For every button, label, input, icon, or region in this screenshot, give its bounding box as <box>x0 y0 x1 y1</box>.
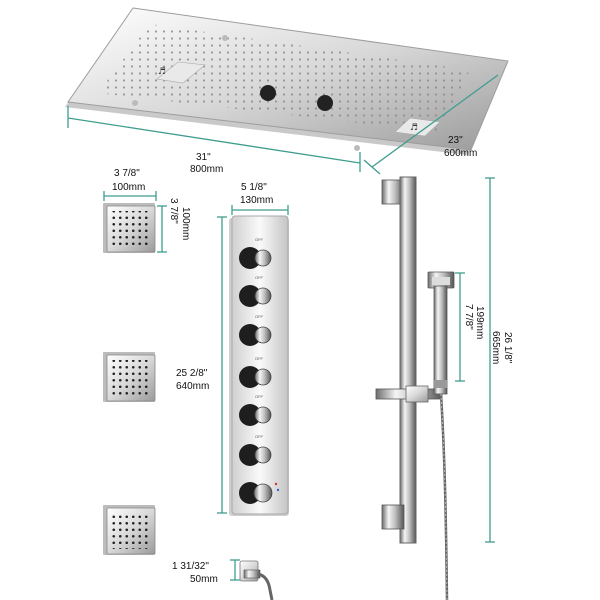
jet-height-inch-label: 3 7/8" <box>168 198 179 224</box>
rain-shower-head: ♬ ♬ <box>65 7 509 155</box>
rain-width-dimension <box>67 106 361 172</box>
body-jet <box>103 505 156 555</box>
wall-elbow <box>239 560 274 600</box>
valve-knob: OFF <box>239 356 272 388</box>
handshower-inch-label: 7 7/8" <box>463 304 474 330</box>
jet-width-inch-label: 3 7/8" <box>114 168 140 179</box>
panel-width-inch-label: 5 1/8" <box>241 182 267 193</box>
panel-width-mm-label: 130mm <box>240 195 273 206</box>
valve-knob: OFF <box>239 275 272 307</box>
speaker-icon: ♬ <box>410 123 418 133</box>
panel-width-dimension <box>231 205 289 215</box>
speaker-icon: ♬ <box>158 67 166 77</box>
valve-knob: OFF <box>239 394 272 426</box>
hand-shower <box>427 271 455 395</box>
valve-off-label: OFF <box>255 434 264 439</box>
jet-width-dimension <box>103 191 157 201</box>
valve-knob: OFF <box>239 314 272 346</box>
thermostat-knob <box>239 482 280 504</box>
elbow-dimension <box>230 559 240 581</box>
jet-width-mm-label: 100mm <box>112 182 145 193</box>
panel-height-mm-label: 640mm <box>176 381 209 392</box>
rain-depth-mm-label: 600mm <box>444 148 477 159</box>
valve-knob: OFF <box>239 237 272 269</box>
panel-height-dimension <box>217 216 227 514</box>
slidebar-dimension <box>485 177 495 543</box>
rain-depth-inch-label: 23" <box>448 135 463 146</box>
jet-height-mm-label: 100mm <box>180 207 191 240</box>
led-light-icon <box>317 95 333 111</box>
nozzle-field <box>98 24 470 132</box>
body-jet <box>103 352 156 402</box>
elbow-mm-label: 50mm <box>190 574 218 585</box>
slidebar-inch-label: 26 1/8" <box>502 332 513 364</box>
rain-depth-dimension <box>363 74 499 175</box>
valve-knobs: OFF OFF OFF OFF OFF OFF <box>239 237 280 504</box>
led-light-icon <box>260 85 276 101</box>
valve-off-label: OFF <box>255 275 264 280</box>
slide-bar <box>375 176 443 544</box>
shower-hose <box>439 393 449 600</box>
valve-off-label: OFF <box>255 394 264 399</box>
rain-width-mm-label: 800mm <box>190 164 223 175</box>
elbow-inch-label: 1 31/32" <box>172 561 209 572</box>
handshower-dimension <box>455 272 465 382</box>
valve-off-label: OFF <box>255 314 264 319</box>
valve-off-label: OFF <box>255 237 264 242</box>
bottom-mount-bracket <box>381 504 405 530</box>
slide-rail <box>399 176 417 544</box>
panel-height-inch-label: 25 2/8" <box>176 368 208 379</box>
handshower-mm-label: 199mm <box>474 306 485 339</box>
rain-width-inch-label: 31" <box>196 152 211 163</box>
valve-off-label: OFF <box>255 356 264 361</box>
body-jet <box>103 203 156 253</box>
jet-height-dimension <box>157 205 167 253</box>
slidebar-mm-label: 665mm <box>490 331 501 364</box>
valve-knob: OFF <box>239 434 272 466</box>
